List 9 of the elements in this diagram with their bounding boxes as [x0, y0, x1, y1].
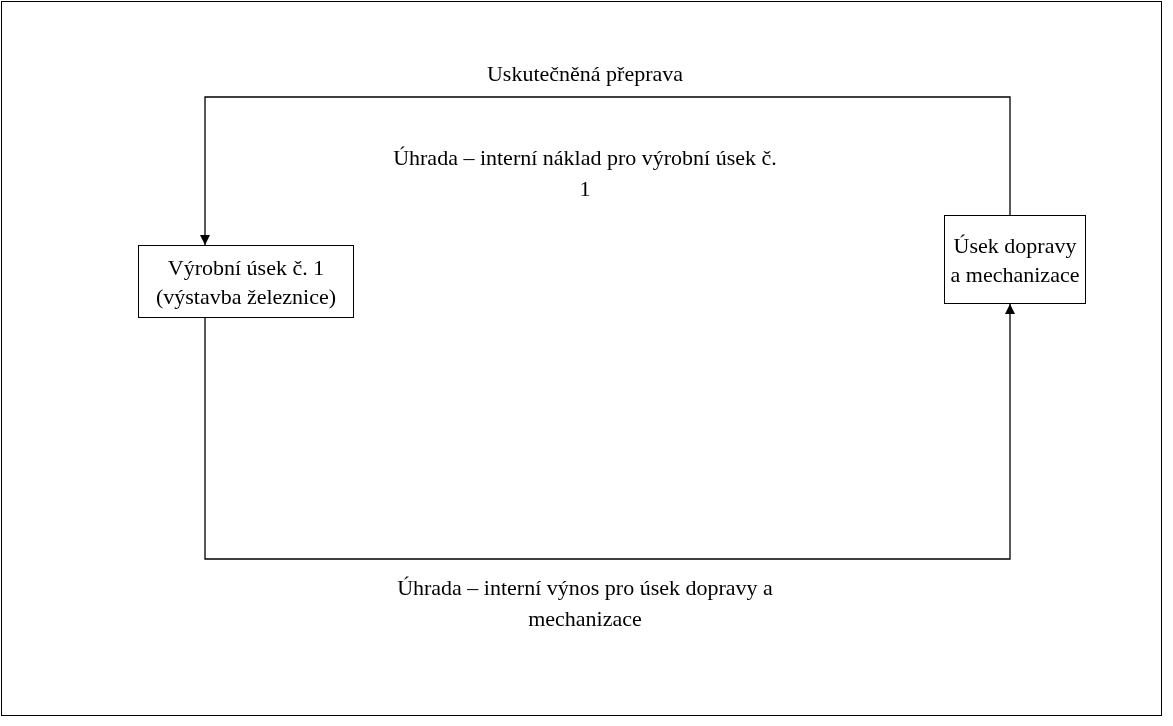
process-box — [944, 215, 1086, 304]
arrow — [204, 303, 1015, 560]
flow-label: Úhrada – interní výnos pro úsek dopravy a mechanizace — [396, 574, 774, 633]
arrow — [200, 96, 1011, 246]
box-label: Úsek dopravy a mechanizace — [949, 231, 1081, 289]
flow-label: Úhrada – interní náklad pro výrobní úsek č. 1 — [392, 144, 778, 203]
process-box — [138, 245, 354, 318]
box-label: Výrobní úsek č. 1 (výstavba železnice) — [154, 253, 338, 311]
flow-label: Uskutečněná přeprava — [485, 60, 685, 88]
